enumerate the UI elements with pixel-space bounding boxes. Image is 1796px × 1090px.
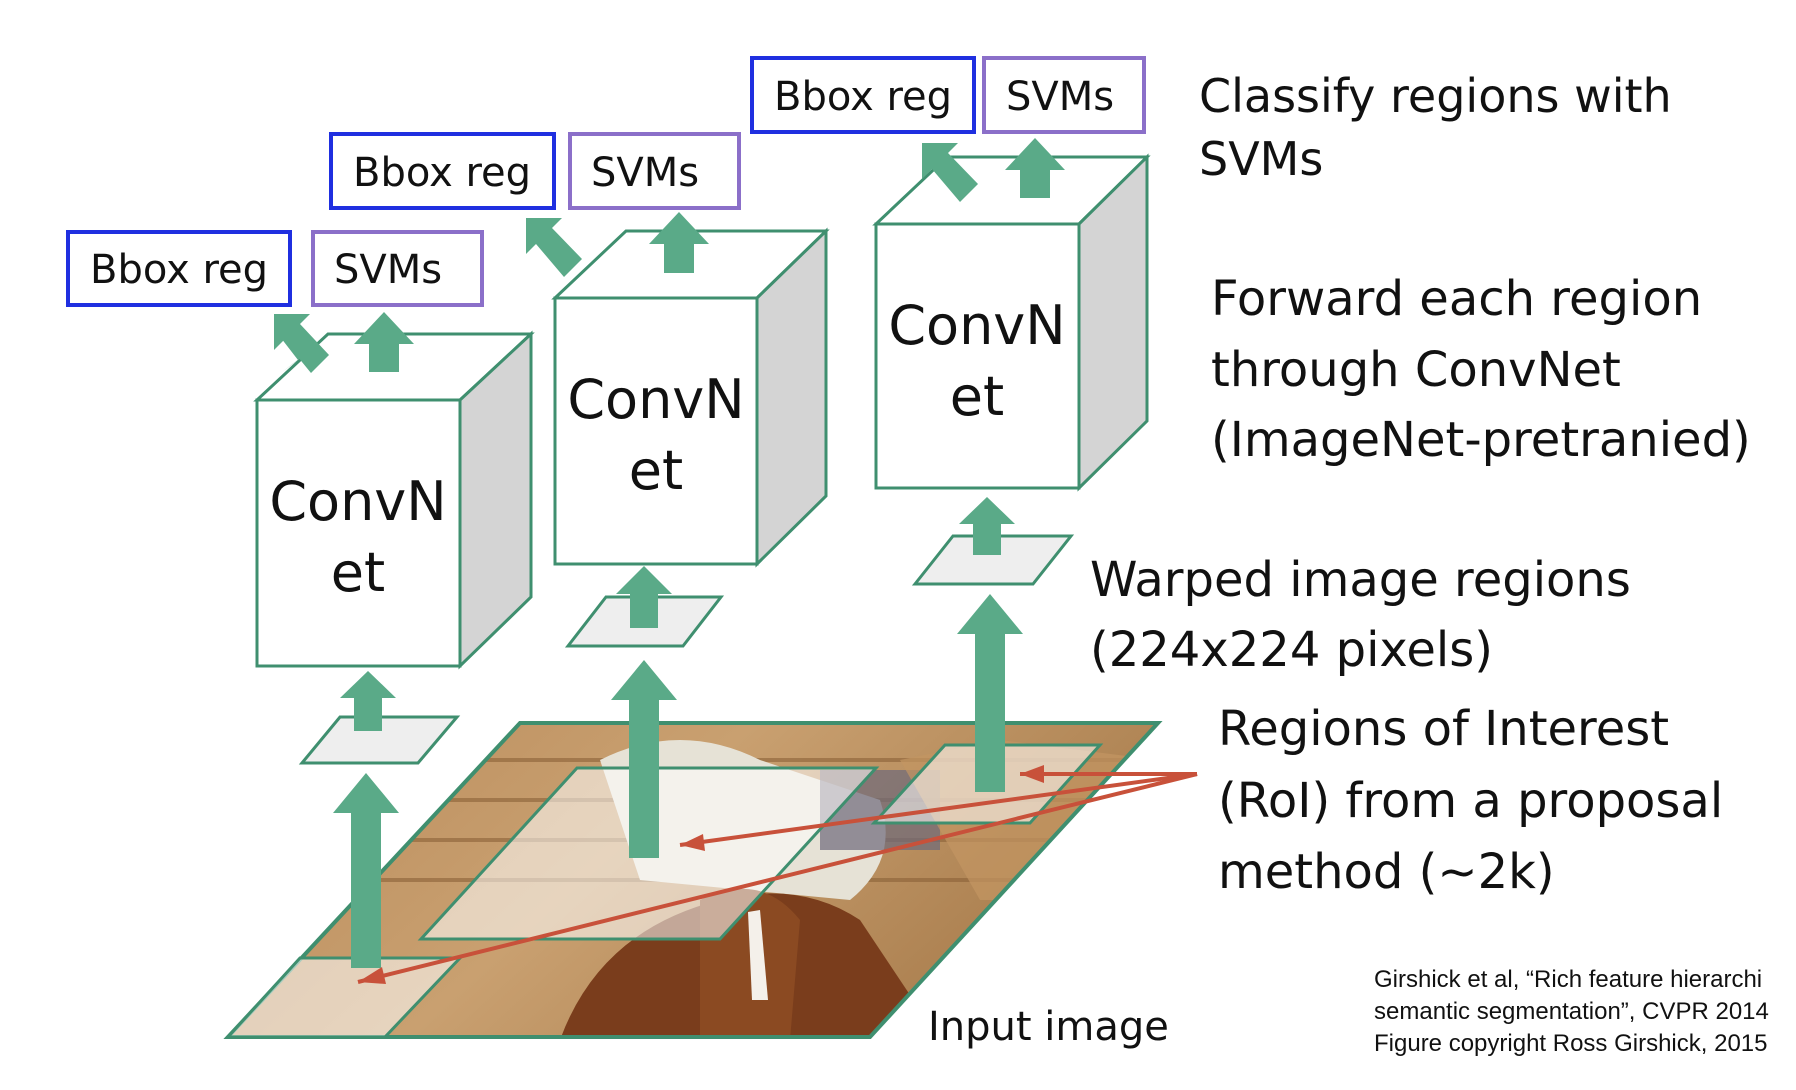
bbox-reg-box [750, 56, 976, 134]
diagonal-arrow-icon [922, 143, 978, 202]
label-classify: Classify regions with SVMs [1199, 69, 1672, 186]
warped-region-3 [911, 534, 1075, 586]
label-roi-line3: method (~2k) [1218, 844, 1555, 900]
citation-line2: semantic segmentation”, CVPR 2014 [1374, 998, 1769, 1025]
diagonal-arrow-icon [526, 218, 582, 277]
citation-line3: Figure copyright Ross Girshick, 2015 [1374, 1030, 1768, 1057]
arrowhead-icon [1020, 765, 1044, 783]
bbox-reg-box [66, 230, 292, 307]
label-roi-line2: (RoI) from a proposal [1218, 773, 1723, 829]
arrowhead-icon [358, 967, 386, 984]
up-arrow-icon [1005, 138, 1065, 198]
bbox-reg-label: Bbox reg [353, 150, 531, 196]
label-roi: Regions of Interest (RoI) from a proposa… [1218, 701, 1723, 900]
label-forward-line1: Forward each region [1211, 271, 1702, 327]
output-boxes-2: Bbox reg SVMs [329, 132, 741, 210]
convnet-cube-3: ConvN et [872, 153, 1151, 492]
svms-label: SVMs [1006, 74, 1114, 120]
label-warped-line2: (224x224 pixels) [1090, 622, 1493, 678]
svms-box [982, 56, 1146, 134]
label-classify-line2: SVMs [1199, 132, 1323, 186]
convnet-label-line2: et [629, 439, 683, 502]
output-boxes-1: Bbox reg SVMs [66, 230, 484, 307]
up-arrow-icon [611, 660, 677, 858]
convnet-cube-2: ConvN et [551, 227, 830, 568]
label-classify-line1: Classify regions with [1199, 69, 1672, 123]
roi-to-warped-arrows [333, 594, 1023, 968]
convnet-label-line2: et [331, 541, 385, 604]
bbox-reg-box [329, 132, 556, 210]
up-arrow-icon [957, 594, 1023, 792]
warped-regions [298, 534, 1075, 765]
svms-box [568, 132, 741, 210]
convnet-cube-1: ConvN et [253, 330, 535, 670]
svms-box [311, 230, 484, 307]
up-arrow-icon [649, 212, 709, 273]
svms-label: SVMs [591, 150, 699, 196]
label-warped: Warped image regions (224x224 pixels) [1090, 552, 1631, 678]
label-warped-line1: Warped image regions [1090, 552, 1631, 608]
up-arrow-icon [959, 497, 1015, 555]
label-input-image: Input image [928, 1004, 1169, 1050]
warped-to-convnet-arrows [340, 497, 1015, 731]
horse-blaze [748, 910, 768, 1000]
cube-output-arrows [274, 138, 1065, 373]
bbox-reg-label: Bbox reg [774, 74, 952, 120]
bbox-reg-label: Bbox reg [90, 247, 268, 293]
up-arrow-icon [616, 566, 672, 628]
citation: Girshick et al, “Rich feature hierarchi … [1374, 966, 1769, 1057]
label-forward: Forward each region through ConvNet (Ima… [1211, 271, 1751, 468]
label-roi-line1: Regions of Interest [1218, 701, 1669, 757]
convnet-label-line1: ConvN [269, 470, 446, 533]
convnet-label-line1: ConvN [567, 368, 744, 431]
arrowhead-icon [680, 834, 705, 851]
up-arrow-icon [354, 312, 414, 372]
svms-label: SVMs [334, 247, 442, 293]
up-arrow-icon [340, 671, 396, 731]
roi-pointer-arrows [357, 765, 1198, 984]
diagonal-arrow-icon [274, 314, 329, 373]
label-forward-line2: through ConvNet [1211, 342, 1621, 398]
up-arrow-icon [333, 773, 399, 968]
convnet-label-line1: ConvN [888, 294, 1065, 357]
label-forward-line3: (ImageNet-pretranied) [1211, 412, 1751, 468]
output-boxes-3: Bbox reg SVMs [750, 56, 1146, 134]
citation-line1: Girshick et al, “Rich feature hierarchi [1374, 966, 1762, 993]
convnet-label-line2: et [950, 365, 1004, 428]
warped-region-1 [298, 715, 461, 765]
